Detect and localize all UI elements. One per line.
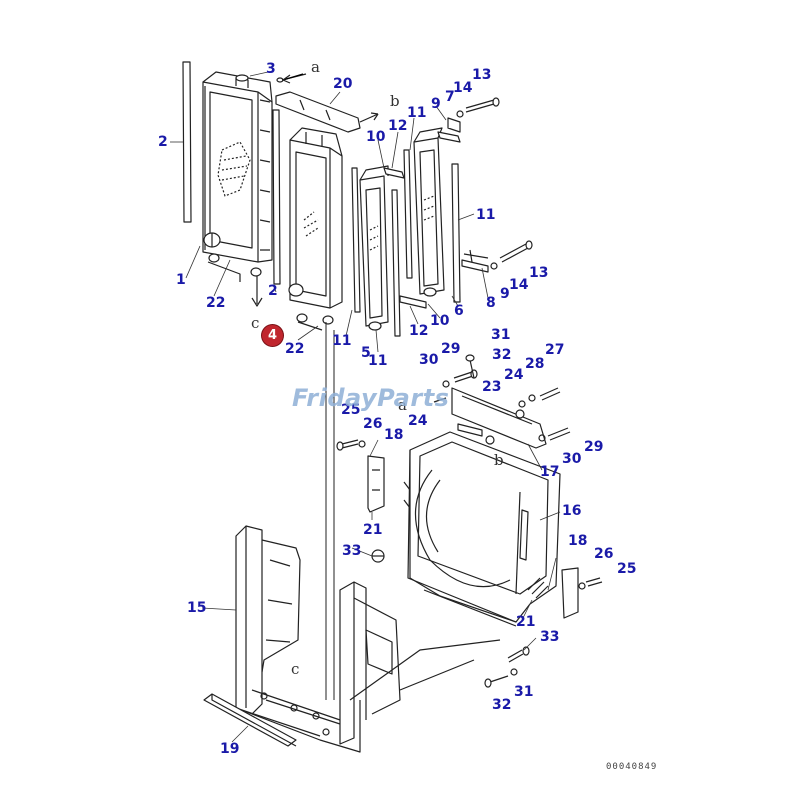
part-label-31: 31 bbox=[514, 684, 534, 700]
frame-15 bbox=[235, 525, 361, 753]
part-label-25: 25 bbox=[617, 561, 637, 577]
part-label-6: 6 bbox=[454, 303, 464, 319]
part-label-25: 25 bbox=[341, 402, 361, 418]
reference-letter-a: a bbox=[311, 58, 320, 76]
part-label-15: 15 bbox=[187, 600, 207, 616]
part-label-9: 9 bbox=[500, 286, 510, 302]
part-label-21: 21 bbox=[363, 522, 383, 538]
part-label-2: 2 bbox=[158, 134, 168, 150]
frame-right-post bbox=[339, 581, 401, 745]
part-label-30: 30 bbox=[419, 352, 439, 368]
part-label-32: 32 bbox=[492, 347, 512, 363]
part-label-27: 27 bbox=[545, 342, 565, 358]
part-label-26: 26 bbox=[363, 416, 383, 432]
part-label-28: 28 bbox=[525, 356, 545, 372]
bar-19 bbox=[203, 693, 297, 747]
part-label-33: 33 bbox=[342, 543, 362, 559]
part-label-20: 20 bbox=[333, 76, 353, 92]
part-label-11: 11 bbox=[368, 353, 388, 369]
reference-letter-b: b bbox=[494, 451, 504, 469]
part-label-18: 18 bbox=[384, 427, 404, 443]
part-label-11: 11 bbox=[476, 207, 496, 223]
leader-lines bbox=[170, 71, 561, 743]
fan-shroud-16 bbox=[407, 431, 561, 627]
part-label-5: 5 bbox=[361, 345, 371, 361]
part-label-23: 23 bbox=[482, 379, 502, 395]
small-brackets bbox=[383, 117, 489, 309]
part-label-10: 10 bbox=[430, 313, 450, 329]
part-label-11: 11 bbox=[332, 333, 352, 349]
part-label-33: 33 bbox=[540, 629, 560, 645]
radiator bbox=[202, 71, 273, 263]
washers-22 bbox=[207, 253, 334, 331]
part-label-26: 26 bbox=[594, 546, 614, 562]
part-label-21: 21 bbox=[516, 614, 536, 630]
seal-strip-mid bbox=[272, 109, 281, 285]
part-label-7: 7 bbox=[445, 89, 455, 105]
part-label-9: 9 bbox=[431, 96, 441, 112]
part-label-14: 14 bbox=[453, 80, 473, 96]
part-label-13: 13 bbox=[472, 67, 492, 83]
part-label-14: 14 bbox=[509, 277, 529, 293]
part-label-24: 24 bbox=[408, 413, 428, 429]
part-label-13: 13 bbox=[529, 265, 549, 281]
part-label-31: 31 bbox=[491, 327, 511, 343]
part-label-3: 3 bbox=[266, 61, 276, 77]
part-label-29: 29 bbox=[441, 341, 461, 357]
oil-cooler bbox=[288, 127, 343, 309]
reference-letter-c: c bbox=[291, 660, 300, 678]
part-label-22: 22 bbox=[285, 341, 305, 357]
part-label-8: 8 bbox=[486, 295, 496, 311]
drawing-code: 00040849 bbox=[606, 762, 658, 772]
reference-letter-b: b bbox=[390, 92, 400, 110]
mount-bracket-17 bbox=[451, 387, 547, 449]
part-label-12: 12 bbox=[388, 118, 408, 134]
side-plate-18-left bbox=[367, 455, 385, 513]
reference-letter-c: c bbox=[251, 314, 260, 332]
part-label-10: 10 bbox=[366, 129, 386, 145]
watermark: FridayParts bbox=[292, 384, 450, 412]
part-label-22: 22 bbox=[206, 295, 226, 311]
part-label-1: 1 bbox=[176, 272, 186, 288]
part-label-18: 18 bbox=[568, 533, 588, 549]
highlighted-part-badge[interactable]: 4 bbox=[262, 325, 283, 346]
seal-strip-left bbox=[182, 61, 192, 223]
part-label-29: 29 bbox=[584, 439, 604, 455]
part-label-2: 2 bbox=[268, 283, 278, 299]
part-label-32: 32 bbox=[492, 697, 512, 713]
aftercooler-core-6 bbox=[413, 127, 445, 297]
part-label-11: 11 bbox=[407, 105, 427, 121]
part-label-17: 17 bbox=[540, 464, 560, 480]
part-label-12: 12 bbox=[409, 323, 429, 339]
reference-letter-a: a bbox=[398, 396, 407, 414]
frame-diagonal bbox=[349, 639, 501, 701]
side-plate-18-right bbox=[561, 567, 579, 619]
small-parts bbox=[371, 481, 603, 688]
seal-strips-11 bbox=[351, 149, 461, 337]
bracket-20 bbox=[275, 91, 361, 133]
tie-lines bbox=[325, 322, 335, 700]
part-label-16: 16 bbox=[562, 503, 582, 519]
part-label-24: 24 bbox=[504, 367, 524, 383]
part-label-30: 30 bbox=[562, 451, 582, 467]
aftercooler-core-5 bbox=[359, 165, 389, 331]
part-label-19: 19 bbox=[220, 741, 240, 757]
bolts-mid bbox=[336, 354, 571, 451]
